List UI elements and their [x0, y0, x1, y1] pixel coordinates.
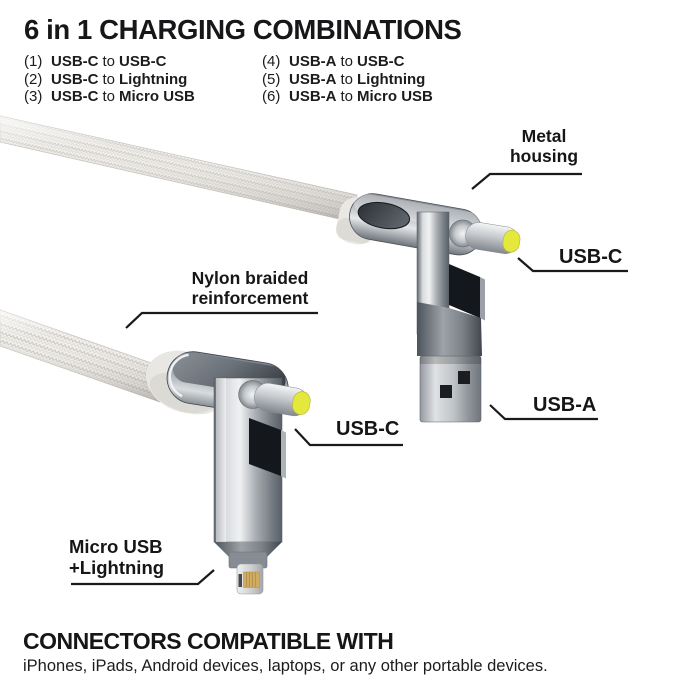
annotation-leader-lines	[71, 172, 628, 586]
label-metal-housing: Metal housing	[492, 126, 596, 166]
item-number: (5)	[262, 70, 281, 88]
label-line: housing	[509, 146, 579, 166]
item-number: (1)	[24, 53, 43, 70]
label-usb-c-bottom: USB-C	[336, 418, 400, 440]
item-word: to	[340, 70, 354, 88]
lightning-slot	[238, 574, 242, 587]
connector-to: USB-C	[357, 53, 405, 70]
item-word: to	[102, 53, 116, 70]
connector-from: USB-C	[51, 53, 99, 70]
connector-to: USB-C	[119, 53, 167, 70]
usb-c-tip-bottom	[292, 391, 311, 415]
usb-c-tip-top	[502, 229, 521, 253]
connector-to: Micro USB	[119, 88, 195, 106]
label-usb-c-top: USB-C	[559, 246, 623, 268]
label-line: Micro USB	[69, 536, 163, 557]
micro-usb-lightning-connector	[228, 551, 268, 595]
connector-to: Lightning	[119, 70, 188, 88]
usb-a-arm	[416, 211, 485, 356]
item-number: (3)	[24, 88, 43, 106]
leader-usb-a	[489, 404, 598, 421]
leader-usb-c-bottom	[294, 428, 403, 447]
leader-metal-housing	[471, 172, 582, 190]
label-micro-usb-lightning: Micro USB +Lightning	[69, 536, 164, 578]
item-word: to	[102, 70, 116, 88]
connector-to: Lightning	[357, 70, 426, 88]
leader-nylon	[125, 311, 318, 329]
item-number: (4)	[262, 53, 281, 70]
leader-usb-c-top	[517, 257, 628, 273]
braided-cable-top	[0, 115, 358, 224]
cable-bottom-illustration	[0, 309, 311, 595]
footer-description: iPhones, iPads, Android devices, laptops…	[23, 657, 548, 675]
arm-window	[249, 418, 281, 476]
connector-from: USB-A	[289, 53, 337, 70]
usb-c-connector-bottom	[238, 380, 311, 417]
item-word: to	[102, 88, 116, 106]
label-line: +Lightning	[69, 557, 165, 578]
arm-window	[449, 264, 480, 318]
label-line: Metal	[521, 126, 567, 146]
lightning-contacts	[243, 571, 260, 588]
page-title: 6 in 1 CHARGING COMBINATIONS	[24, 14, 462, 45]
connector-to: Micro USB	[357, 88, 433, 106]
usb-a-contact-hole	[458, 371, 470, 384]
item-word: to	[340, 53, 354, 70]
footer-heading: CONNECTORS COMPATIBLE WITH	[23, 628, 394, 654]
usb-c-connector-top	[449, 219, 521, 254]
label-usb-a: USB-A	[533, 394, 597, 416]
braided-cable-bottom	[0, 309, 161, 403]
label-nylon-braided: Nylon braided reinforcement	[168, 268, 332, 308]
label-line: reinforcement	[191, 288, 309, 308]
connector-from: USB-A	[289, 88, 337, 106]
item-word: to	[340, 88, 354, 106]
cable-top-illustration	[0, 115, 521, 423]
connector-from: USB-A	[289, 70, 337, 88]
label-line: Nylon braided	[191, 268, 309, 288]
connector-from: USB-C	[51, 88, 99, 106]
item-number: (6)	[262, 88, 281, 106]
usb-a-connector	[419, 355, 482, 423]
usb-a-contact-hole	[440, 385, 452, 398]
leader-micro-lightning	[71, 569, 215, 586]
item-number: (2)	[24, 70, 43, 88]
connector-from: USB-C	[51, 70, 99, 88]
